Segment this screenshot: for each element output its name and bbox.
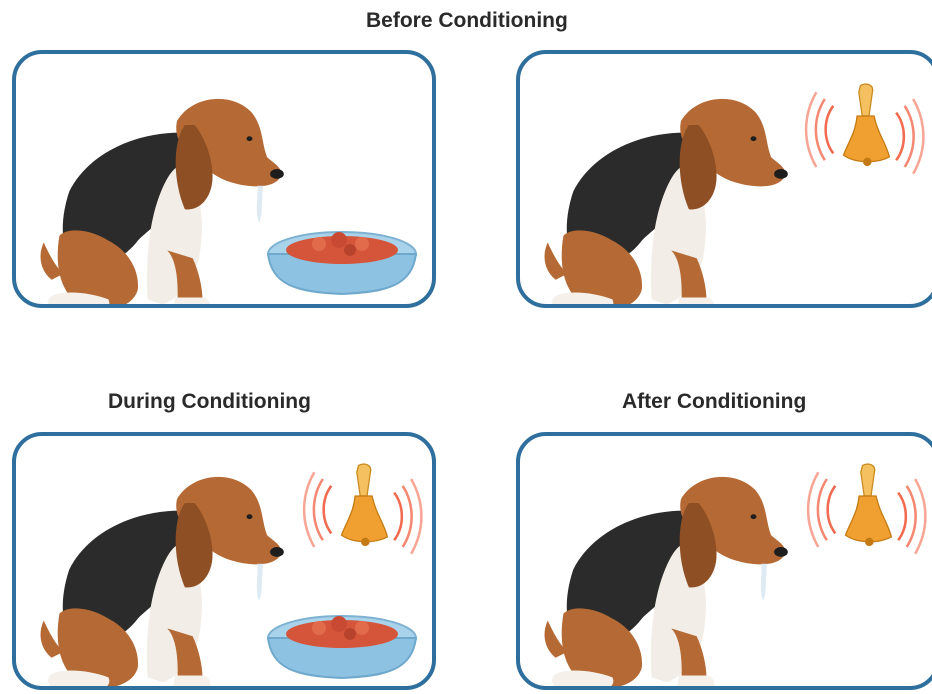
- dog-illustration: [545, 477, 788, 686]
- panel-after: [516, 432, 932, 690]
- bell-icon: [806, 84, 923, 174]
- panel-before-bell: [516, 50, 932, 308]
- heading-after-conditioning: After Conditioning: [622, 390, 806, 414]
- food-bowl-icon: [268, 232, 416, 294]
- heading-during-conditioning: During Conditioning: [108, 390, 311, 414]
- dog-illustration: [545, 99, 788, 304]
- bell-icon: [304, 464, 421, 554]
- food-bowl-icon: [268, 616, 416, 678]
- panel-before-food: [12, 50, 436, 308]
- bell-icon: [808, 464, 925, 554]
- dog-illustration: [41, 99, 284, 304]
- dog-illustration: [41, 477, 284, 686]
- panel-during: [12, 432, 436, 690]
- heading-before-conditioning: Before Conditioning: [366, 9, 568, 33]
